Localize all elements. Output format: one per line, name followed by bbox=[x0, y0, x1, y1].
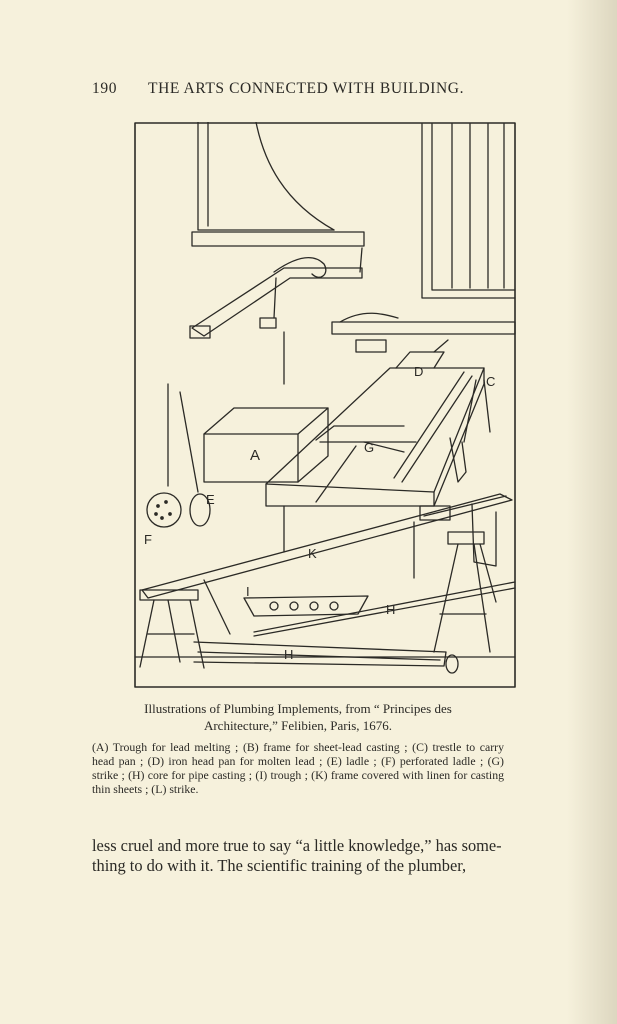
illustration-frame bbox=[134, 122, 516, 688]
figure-caption: Illustrations of Plumbing Implements, fr… bbox=[92, 700, 504, 734]
label-h-upper: H bbox=[386, 602, 395, 617]
figure-legend: (A) Trough for lead melting ; (B) frame … bbox=[92, 740, 504, 796]
sloping-casting-board bbox=[141, 493, 513, 599]
running-head: THE ARTS CONNECTED WITH BUILDING. bbox=[148, 80, 465, 97]
head-pan-trestle bbox=[449, 379, 491, 483]
bench-legs bbox=[283, 505, 415, 579]
page-edge-shadow bbox=[567, 0, 617, 1024]
small-trough bbox=[243, 595, 369, 617]
label-g: G bbox=[364, 440, 374, 455]
label-d: D bbox=[414, 364, 423, 379]
pipe-casting-core bbox=[193, 581, 516, 674]
strike-rod bbox=[315, 441, 405, 503]
melting-trough bbox=[203, 407, 329, 483]
casting-frame bbox=[265, 367, 485, 507]
hanging-ladles bbox=[146, 383, 211, 528]
perforated-ladle-icon bbox=[146, 492, 182, 528]
chimney-hood bbox=[191, 122, 365, 247]
label-k: K bbox=[308, 546, 317, 561]
head-pan bbox=[395, 339, 449, 369]
label-h-lower: H bbox=[284, 647, 293, 662]
body-line-2: thing to do with it. The scientific trai… bbox=[92, 856, 467, 875]
body-text: less cruel and more true to say “a littl… bbox=[92, 836, 562, 876]
label-i: I bbox=[246, 584, 250, 599]
left-trestle bbox=[139, 579, 231, 669]
label-c: C bbox=[486, 374, 495, 389]
body-line-1: less cruel and more true to say “a littl… bbox=[92, 836, 502, 855]
caption-line-2: Architecture,” Felibien, Paris, 1676. bbox=[203, 718, 393, 733]
wall-shelf bbox=[331, 312, 516, 353]
label-f: F bbox=[144, 532, 152, 547]
ladle-icon bbox=[189, 493, 211, 527]
window-shutter bbox=[421, 123, 516, 299]
caption-line-1: Illustrations of Plumbing Implements, fr… bbox=[144, 701, 452, 716]
plumbing-implements-illustration: A C D E F G H H I K bbox=[134, 122, 516, 688]
right-trestle bbox=[433, 503, 497, 653]
wall-bracket bbox=[189, 247, 363, 385]
label-e: E bbox=[206, 492, 215, 507]
page-number: 190 bbox=[92, 80, 118, 97]
label-a: A bbox=[250, 447, 260, 464]
page-header: 190 THE ARTS CONNECTED WITH BUILDING. bbox=[92, 80, 504, 102]
